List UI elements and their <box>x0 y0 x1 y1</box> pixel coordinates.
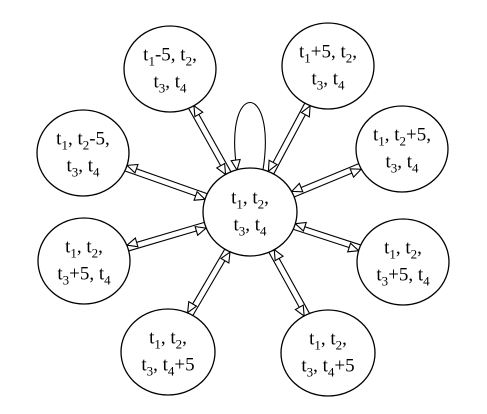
arrowhead-c-to-n5 <box>125 237 139 248</box>
state-node-n7: t1, t2, t3, t4+5 <box>120 308 216 396</box>
nodes-layer: t1, t2, t3, t4 t1-5, t2, t3, t4 t1+5, t2, t3,… <box>36 22 450 397</box>
state-node-n5-label-line-1: t1, t2, <box>65 237 103 261</box>
state-node-n5: t1, t2, t3+5, t4 <box>37 217 131 305</box>
edge-n1-to-c <box>188 108 227 175</box>
arrowhead-n6-to-c <box>294 221 307 233</box>
self-loop-arrowhead <box>230 158 241 172</box>
state-node-center: t1, t2, t3, t4 <box>202 167 298 257</box>
state-node-n4-label-line-2: t3, t4 <box>385 152 419 176</box>
edge-n2-to-c <box>267 102 306 172</box>
state-node-n1-ellipse <box>123 25 217 113</box>
edge-c-to-n2 <box>273 105 311 175</box>
state-node-n3: t1, t2-5, t3, t4 <box>36 109 130 197</box>
edges-layer <box>124 101 363 318</box>
state-node-n7-ellipse <box>120 308 216 396</box>
arrowhead-n7-to-c <box>220 250 231 264</box>
arrowhead-c-to-n8 <box>294 304 305 318</box>
state-node-n1-label-line-1: t1-5, t2, <box>143 45 197 69</box>
arrowhead-c-to-n3 <box>125 163 139 174</box>
state-node-n8-label-line-1: t1, t2, <box>309 329 347 353</box>
state-node-n8-ellipse <box>280 309 376 397</box>
state-node-center-label-line-2: t3, t4 <box>233 215 267 239</box>
state-node-n3-label-line-1: t1, t2-5, <box>56 129 110 153</box>
state-node-n2: t1+5, t2, t3, t4 <box>281 22 375 110</box>
edge-n5-to-c <box>128 227 207 252</box>
arrowhead-c-to-n1 <box>193 104 204 118</box>
state-node-n4: t1, t2+5, t3, t4 <box>355 105 449 193</box>
edge-c-to-n6 <box>293 228 359 252</box>
edge-c-to-n3 <box>126 164 208 195</box>
state-node-n4-ellipse <box>355 105 449 193</box>
state-node-n8-label-line-2: t3, t4+5 <box>301 356 354 380</box>
state-node-n6-label-line-1: t1, t2, <box>384 238 422 262</box>
edge-c-to-n8 <box>268 252 305 317</box>
edge-c-to-n1 <box>193 105 232 172</box>
state-node-n8: t1, t2, t3, t4+5 <box>280 309 376 397</box>
arrowhead-n5-to-c <box>194 225 208 237</box>
edge-n7-to-c <box>192 251 231 316</box>
state-node-n6-ellipse <box>356 218 450 306</box>
edge-n3-to-c <box>124 170 206 200</box>
state-node-n1: t1-5, t2, t3, t4 <box>123 25 217 113</box>
self-loop-edge <box>234 101 266 171</box>
edge-c-to-n7 <box>187 248 226 313</box>
state-node-n2-label-line-1: t1+5, t2, <box>299 42 357 66</box>
state-node-n2-ellipse <box>281 22 375 110</box>
edge-n4-to-c <box>291 163 360 192</box>
state-node-center-label-line-1: t1, t2, <box>231 188 269 212</box>
state-node-n3-label-line-2: t3, t4 <box>66 156 100 180</box>
arrowhead-n3-to-c <box>193 190 207 201</box>
edge-n6-to-c <box>295 223 361 246</box>
state-node-n6: t1, t2, t3+5, t4 <box>356 218 450 306</box>
state-node-n3-ellipse <box>36 109 130 197</box>
arrowhead-c-to-n6 <box>346 242 360 253</box>
edge-n8-to-c <box>273 249 310 314</box>
state-node-n1-label-line-2: t3, t4 <box>153 72 187 96</box>
edge-c-to-n5 <box>126 221 205 246</box>
arrowhead-n1-to-c <box>215 162 227 176</box>
arrowhead-n4-to-c <box>290 182 304 193</box>
state-node-n5-label-line-2: t3+5, t4 <box>57 264 111 288</box>
state-node-center-ellipse <box>202 167 298 257</box>
state-node-n2-label-line-2: t3, t4 <box>311 69 345 93</box>
arrowhead-c-to-n2 <box>300 104 311 118</box>
edge-c-to-n4 <box>293 168 362 198</box>
state-node-n4-label-line-1: t1, t2+5, <box>373 125 431 149</box>
arrowhead-n8-to-c <box>273 248 285 262</box>
state-node-n5-ellipse <box>37 217 131 305</box>
state-node-n7-label-line-2: t3, t4+5 <box>141 355 194 379</box>
arrowhead-c-to-n7 <box>186 300 198 314</box>
state-node-n7-label-line-1: t1, t2, <box>149 328 187 352</box>
arrowhead-c-to-n4 <box>349 168 363 179</box>
arrowhead-n2-to-c <box>267 159 279 173</box>
state-node-n6-label-line-2: t3+5, t4 <box>376 265 430 289</box>
